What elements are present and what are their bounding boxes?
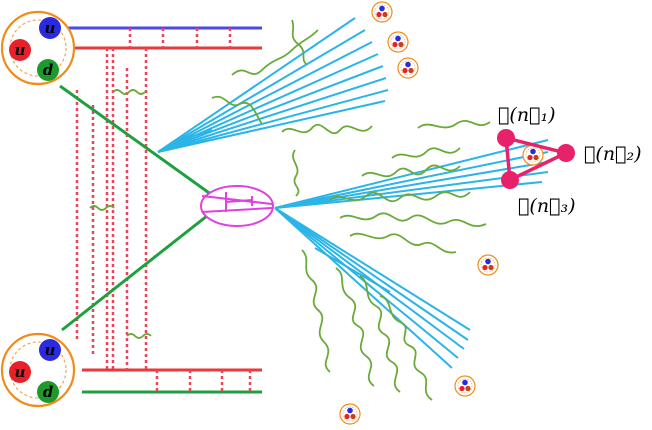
radiated-gluons [211, 19, 491, 401]
gluon-icon [281, 124, 373, 134]
proton-icon: u u d [0, 10, 76, 86]
beam-remnants [60, 26, 262, 394]
gluon-icon [361, 164, 461, 178]
proton-icon: u u d [0, 332, 76, 408]
hadron-3 [397, 57, 419, 79]
lower-jet [274, 207, 471, 369]
upper-proton: u u d [0, 10, 76, 86]
quark-label-1: u [45, 341, 56, 359]
beam-gluon-exchanges [128, 28, 252, 392]
energy-correlator-detectors: ℰ(n⃗₁) ℰ(n⃗₂) ℰ(n⃗₃) [497, 104, 642, 217]
detector-triangle [504, 135, 572, 183]
incoming-partons [59, 84, 213, 332]
quark-label-2: u [15, 363, 26, 381]
quark-label-1: u [45, 19, 56, 37]
detector-2 [557, 144, 575, 162]
detector-label-1: ℰ(n⃗₁) [498, 104, 556, 126]
gluon-icon [291, 19, 307, 65]
hadron-6 [454, 375, 476, 397]
upper-jet [157, 17, 389, 153]
hadron-5 [477, 254, 499, 276]
gluon-icon [292, 149, 300, 197]
soft-gluons [89, 89, 152, 339]
gluon-icon [301, 249, 331, 373]
quark-label-3: d [43, 383, 54, 401]
detector-label-3: ℰ(n⃗₃) [518, 195, 576, 217]
gluon-icon [391, 147, 461, 159]
gluon-icon [417, 119, 491, 129]
gluon-icon [329, 191, 471, 202]
gluon-icon [339, 212, 487, 227]
gluon-icon [379, 295, 433, 401]
underlying-event-exchanges [75, 48, 148, 370]
hadron-2 [387, 31, 409, 53]
upper-parton [59, 84, 213, 197]
detector-3 [501, 171, 519, 189]
lower-proton: u u d [0, 332, 76, 408]
quark-label-3: d [43, 61, 54, 79]
lower-parton [61, 210, 213, 332]
hadron-7 [339, 403, 361, 425]
gluon-icon [231, 29, 319, 76]
hadron-1 [371, 1, 393, 23]
detector-label-2: ℰ(n⃗₂) [584, 143, 642, 165]
gluon-icon [211, 95, 263, 125]
quark-label-2: u [15, 41, 26, 59]
gluon-icon [359, 275, 401, 393]
detector-1 [497, 129, 515, 147]
gluon-icon [349, 232, 457, 254]
hard-scattering-blob-icon [200, 185, 274, 227]
gluon-icon [335, 267, 375, 387]
